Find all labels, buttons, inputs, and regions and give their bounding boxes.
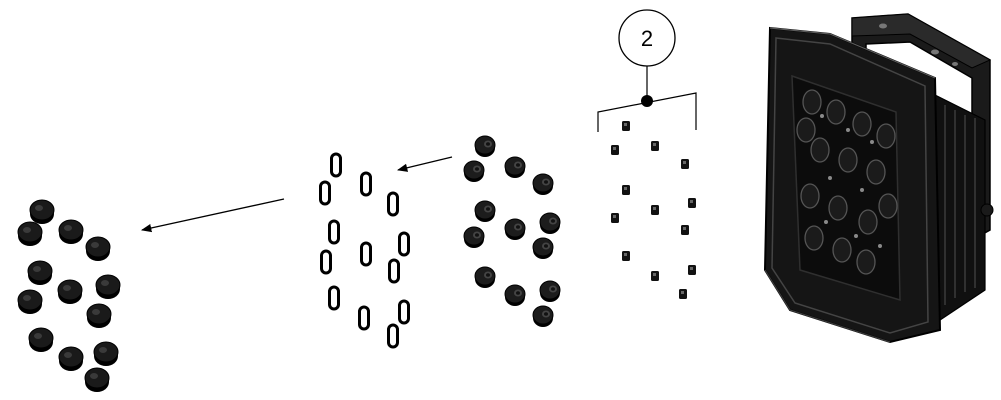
nut [58, 346, 84, 372]
nut [29, 199, 55, 225]
clip [360, 171, 372, 197]
clip [360, 241, 372, 267]
screw [622, 185, 630, 195]
nut [85, 236, 111, 262]
screw [611, 213, 619, 223]
clip [328, 285, 340, 311]
screw-group [611, 121, 696, 299]
nut [58, 219, 84, 245]
nut [95, 274, 121, 300]
screw [681, 225, 689, 235]
nut [86, 303, 112, 329]
arrow-clips-to-nuts [140, 198, 285, 233]
nut [474, 135, 496, 158]
nut [539, 280, 561, 303]
nut-assembly-group [463, 135, 561, 328]
clip [387, 323, 399, 349]
screw [622, 251, 630, 261]
nut [84, 367, 110, 393]
clip [319, 180, 331, 206]
clip [328, 219, 340, 245]
screw [679, 289, 687, 299]
clip [330, 152, 342, 178]
nut [463, 160, 485, 183]
callout: 2 [597, 9, 697, 132]
clip [398, 299, 410, 325]
nut [504, 218, 526, 241]
nut [463, 226, 485, 249]
nut-group [17, 199, 121, 393]
clip [358, 305, 370, 331]
nut [93, 341, 119, 367]
screw [688, 265, 696, 275]
nut [57, 279, 83, 305]
clip [320, 249, 332, 275]
nut [474, 200, 496, 223]
screw [681, 159, 689, 169]
screw [651, 271, 659, 281]
callout-bubble [618, 9, 676, 67]
screw [622, 121, 630, 131]
nut [27, 260, 53, 286]
arrow-assembly-to-clips [396, 156, 453, 172]
screw [651, 141, 659, 151]
nut [532, 305, 554, 328]
nut [532, 173, 554, 196]
nut [474, 266, 496, 289]
lamp-housing [763, 13, 994, 344]
nut [504, 284, 526, 307]
clip [398, 231, 410, 257]
nut [532, 237, 554, 260]
screw [688, 198, 696, 208]
nut [28, 327, 54, 353]
callout-number: 2 [641, 26, 653, 51]
nut [539, 212, 561, 235]
screw [611, 145, 619, 155]
clip [388, 258, 400, 284]
screw [651, 205, 659, 215]
clip [387, 191, 399, 217]
clip-group [319, 152, 410, 349]
nut [504, 156, 526, 179]
nut [17, 221, 43, 247]
callout-dot [641, 95, 653, 107]
nut [17, 289, 43, 315]
